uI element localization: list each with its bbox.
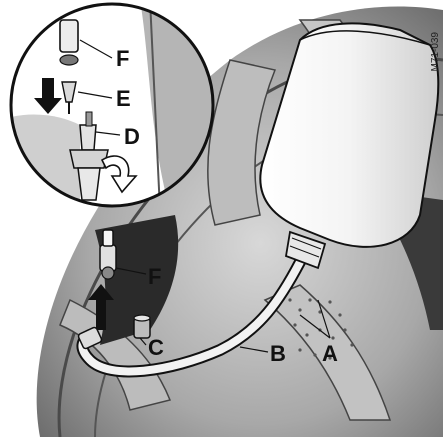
- image-code: M71-039: [430, 32, 441, 72]
- label-a: A: [322, 341, 338, 366]
- label-f-detail: F: [116, 46, 129, 71]
- detail-valve-stem: [60, 20, 78, 52]
- label-e: E: [116, 86, 131, 111]
- label-d: D: [124, 124, 140, 149]
- label-b: B: [270, 341, 286, 366]
- valve-stem: [100, 230, 116, 279]
- label-c: C: [148, 335, 164, 360]
- label-f-main: F: [148, 264, 161, 289]
